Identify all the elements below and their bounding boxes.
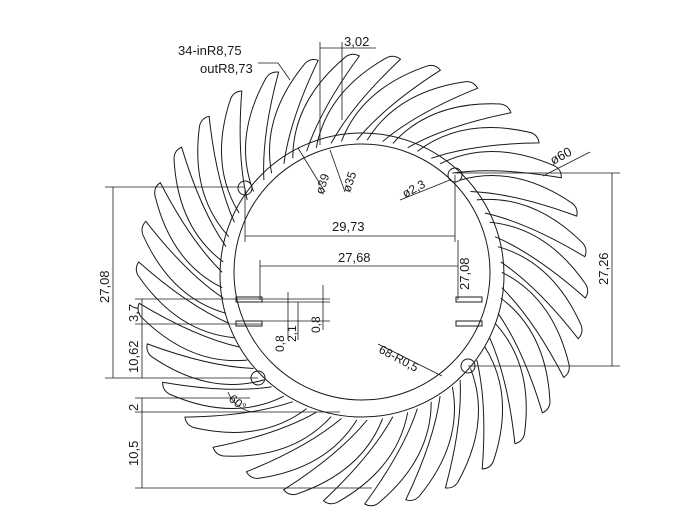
fins-spec-line2: outR8,73 (200, 61, 253, 76)
heatsink-fin (439, 151, 562, 179)
heatsink-fin (292, 53, 361, 159)
heatsink-fin (497, 246, 583, 340)
heatsink-fin (245, 71, 280, 192)
heatsink-fin (269, 59, 319, 174)
height-10-5-label: 10,5 (126, 441, 141, 466)
heatsink-fin (459, 175, 578, 217)
heatsink-fin (476, 198, 587, 258)
heatsink-fin (501, 271, 570, 379)
slot-upper (235, 296, 263, 303)
small-2-1-label: 2,1 (285, 325, 299, 342)
fillet-spec-label: 68-R0,5 (377, 342, 422, 375)
slot-right-upper (455, 296, 483, 303)
heatsink-fin (137, 302, 248, 362)
heatsink-fin (315, 55, 402, 148)
heatsink-fin (154, 181, 223, 289)
heatsink-fin (497, 297, 551, 414)
heatsink-fin (489, 322, 527, 445)
heatsink-fin (245, 418, 358, 479)
width-27-68-label: 27,68 (338, 250, 371, 265)
height-3-7-label: 3,7 (126, 304, 141, 322)
dimension-lines (105, 42, 620, 489)
heatsink-fin (489, 221, 589, 299)
fins-spec-line1: 34-inR8,75 (178, 43, 242, 58)
slot-right-lower (455, 320, 483, 327)
heatsink-fin (417, 127, 540, 159)
diam-39-label: ø39 (313, 172, 333, 196)
height-27-08-inner-label: 27,08 (457, 257, 472, 290)
hole-diam-label: ø2,3 (400, 177, 428, 201)
height-10-62-label: 10,62 (126, 340, 141, 373)
heatsink-fin (322, 412, 409, 505)
core-outer-circle (219, 132, 505, 418)
height-27-08-left-label: 27,08 (97, 270, 112, 303)
heatsink-fin (212, 411, 332, 457)
height-27-26-label: 27,26 (596, 252, 611, 285)
heatsink-fin (162, 381, 285, 409)
heatsink-fin (146, 343, 265, 385)
heatsink-fin (197, 115, 235, 238)
heatsink-fin (282, 418, 384, 496)
heatsink-fin (141, 220, 227, 314)
heatsink-fin (363, 401, 432, 507)
core-inner-bore (233, 143, 491, 401)
heatsink-fin (135, 261, 235, 339)
slot-lower (235, 320, 263, 327)
small-0-8-b-label: 0,8 (309, 316, 323, 333)
diam-35-label: ø35 (340, 170, 360, 194)
heatsink-fin (392, 103, 512, 149)
width-29-73-label: 29,73 (332, 219, 365, 234)
heatsink-fin (340, 64, 442, 142)
height-2-label: 2 (126, 404, 141, 411)
top-width-label: 3,02 (344, 34, 369, 49)
small-0-8-a-label: 0,8 (273, 335, 287, 352)
slot-notches (235, 296, 483, 327)
heatsink-fin (366, 81, 479, 142)
heatsink-fin (405, 386, 455, 501)
heatsink-fins (135, 53, 589, 507)
heatsink-fin (444, 368, 479, 489)
heatsink-fin (476, 346, 504, 470)
heatsink-fin (173, 146, 227, 263)
